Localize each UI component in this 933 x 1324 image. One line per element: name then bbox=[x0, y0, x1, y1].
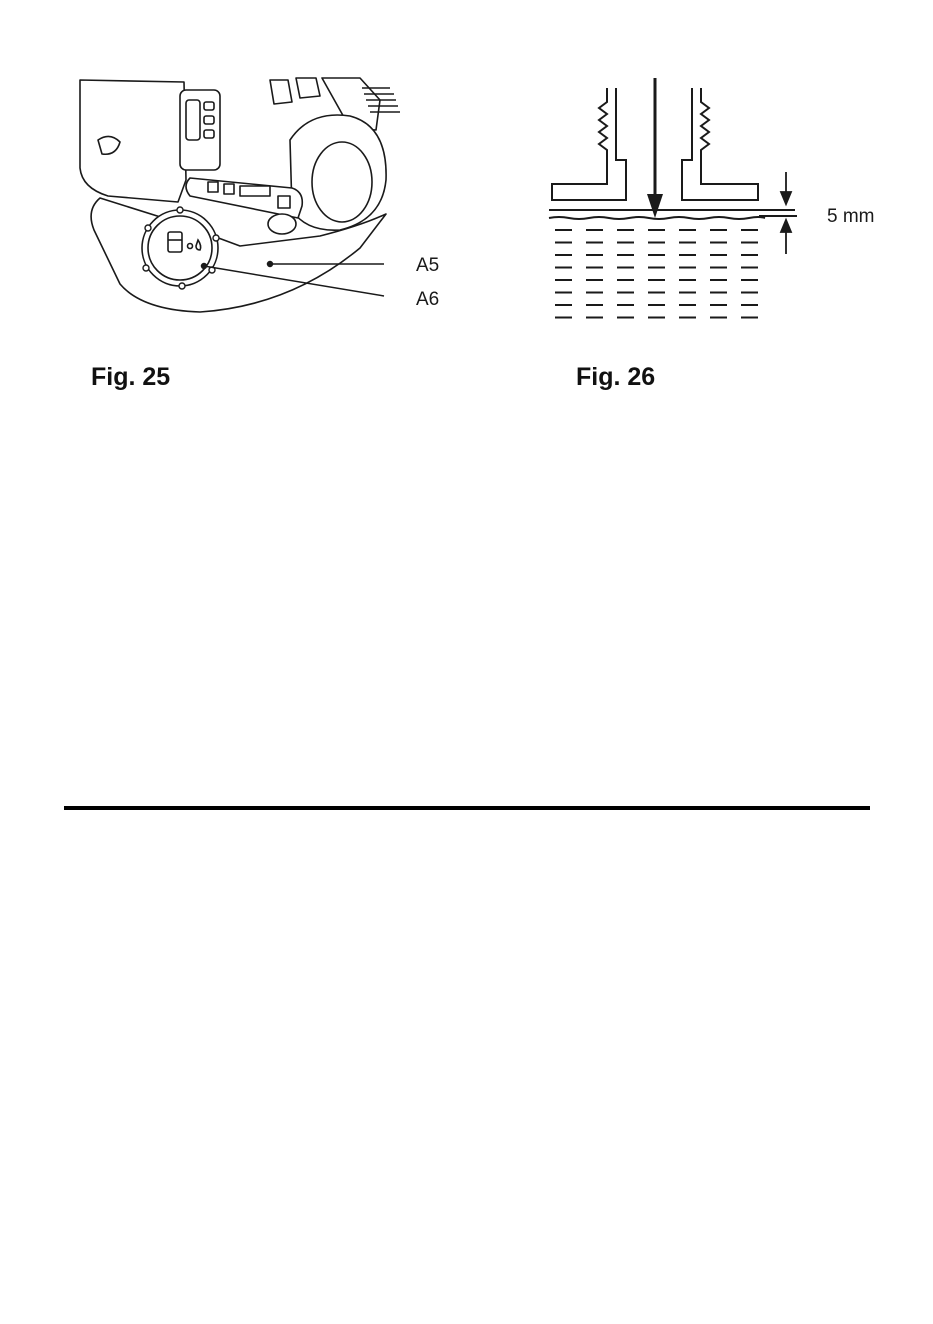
dimension-label: 5 mm bbox=[827, 206, 875, 227]
fill-direction-arrow bbox=[647, 78, 663, 218]
engine-housing bbox=[80, 80, 186, 202]
fuel-level-dashes bbox=[555, 230, 758, 318]
filler-neck-left bbox=[552, 88, 626, 200]
fig25-caption: Fig. 25 bbox=[91, 363, 170, 391]
callout-a6: A6 bbox=[416, 289, 439, 310]
dimension-arrows bbox=[781, 172, 791, 254]
fig26-caption: Fig. 26 bbox=[576, 363, 655, 391]
fig25-illustration: A5 A6 bbox=[60, 70, 460, 340]
fig26-illustration: 5 mm bbox=[535, 70, 905, 340]
callout-a5: A5 bbox=[416, 255, 439, 276]
filler-neck-right bbox=[682, 88, 758, 200]
section-divider bbox=[64, 806, 870, 810]
